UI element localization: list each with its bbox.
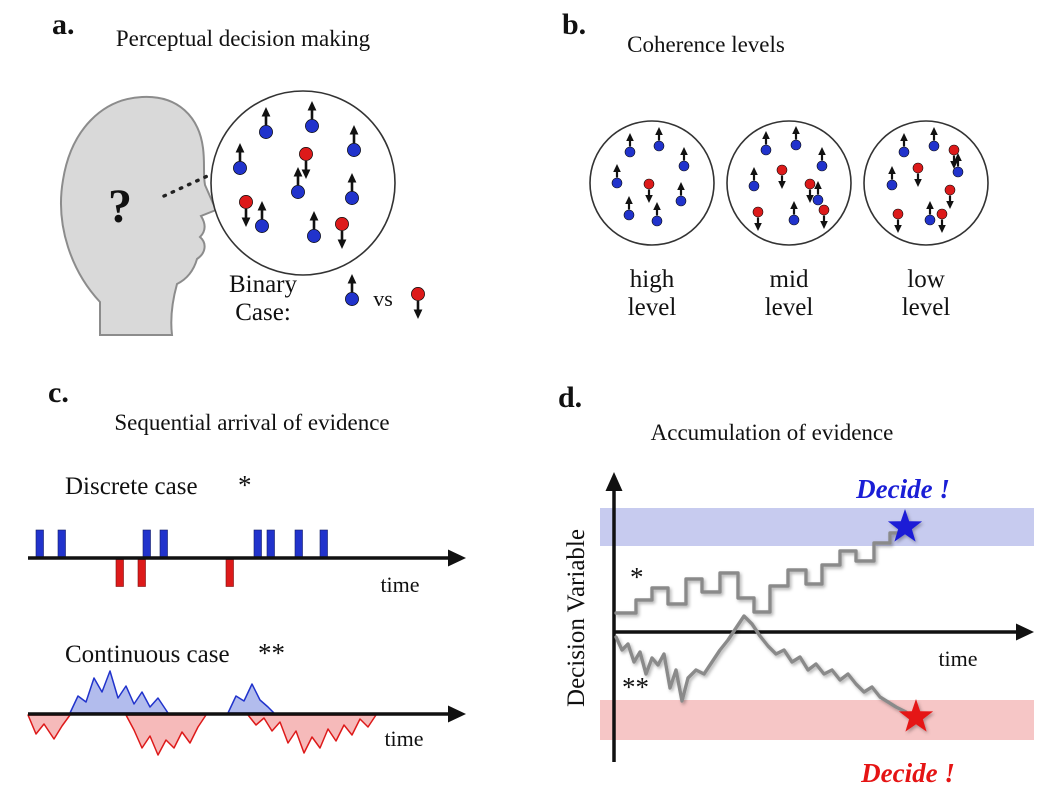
binary-case-label-line2: Case:: [235, 299, 291, 326]
panel-b-letter: b.: [562, 8, 586, 41]
mid-level-label-line1: mid: [770, 266, 809, 293]
discrete-time-axis-arrowhead: [448, 549, 466, 567]
panel-c-title: Sequential arrival of evidence: [114, 410, 389, 435]
panel-a-title: Perceptual decision making: [116, 26, 371, 51]
y-axis-label: Decision Variable: [563, 529, 590, 707]
panel-a-letter: a.: [52, 8, 75, 41]
discrete-evidence-timeline: time: [28, 529, 466, 597]
evidence-accumulation-traces: [614, 509, 934, 732]
panel-d: d. Accumulation of evidence Decision Var…: [558, 381, 1034, 788]
binary-case-label-line1: Binary: [229, 271, 298, 298]
panel-a: a. Perceptual decision making ? Binary C…: [52, 8, 426, 336]
lower-decision-threshold-band: [600, 700, 1034, 740]
low-level-label-line1: low: [907, 266, 945, 293]
upper-trace-marker: *: [630, 562, 644, 592]
continuous-time-axis-arrowhead: [448, 705, 466, 723]
continuous-evidence-up-wave: [69, 670, 169, 714]
vs-label: vs: [373, 286, 393, 311]
lower-decide-label: Decide !: [860, 758, 955, 788]
continuous-evidence-up-wave: [227, 683, 275, 714]
upper-decision-threshold-band: [600, 508, 1034, 546]
aperture-mid-coherence: [726, 120, 852, 246]
high-level-label-line2: level: [628, 294, 677, 321]
evidence-pulse-up: [294, 529, 303, 558]
evidence-pulse-up: [142, 529, 151, 558]
evidence-pulse-down: [225, 559, 234, 587]
panel-d-title: Accumulation of evidence: [651, 420, 894, 445]
decision-variable-axis-arrowhead: [605, 472, 623, 491]
lower-trace-marker: **: [622, 672, 649, 702]
legend-dot-red-down-icon: [410, 286, 426, 321]
continuous-case-marker: **: [258, 638, 285, 668]
evidence-pulse-up: [253, 529, 262, 558]
panel-c: c. Sequential arrival of evidence Discre…: [27, 376, 466, 756]
evidence-pulse-up: [57, 529, 66, 558]
evidence-pulse-up: [35, 529, 44, 558]
stimulus-aperture: [210, 90, 396, 276]
continuous-time-label: time: [384, 726, 423, 751]
continuous-accumulator-trace: [614, 614, 908, 714]
continuous-evidence-down-wave: [247, 714, 377, 754]
gaze-dotted-line: [162, 171, 216, 198]
head-silhouette: [60, 95, 218, 336]
continuous-evidence-down-wave: [125, 714, 207, 756]
low-level-label-line2: level: [902, 294, 951, 321]
panel-d-letter: d.: [558, 381, 582, 414]
evidence-pulse-up: [319, 529, 328, 558]
evidence-pulse-up: [159, 529, 168, 558]
upper-decide-label: Decide !: [855, 474, 950, 504]
mid-level-label-line2: level: [765, 294, 814, 321]
high-level-label-line1: high: [630, 266, 675, 293]
question-mark: ?: [108, 180, 132, 233]
evidence-pulse-down: [115, 559, 124, 587]
panel-b: b. Coherence levels high level: [562, 8, 989, 321]
evidence-pulse-up: [266, 529, 275, 558]
panel-c-letter: c.: [48, 376, 69, 409]
time-axis-arrowhead: [1016, 623, 1034, 641]
time-label: time: [938, 646, 977, 671]
evidence-pulse-down: [137, 559, 146, 587]
continuous-evidence-timeline: time: [27, 670, 466, 756]
discrete-time-label: time: [380, 572, 419, 597]
legend-dot-blue-up-icon: [344, 272, 360, 307]
discrete-accumulator-trace: [614, 531, 903, 615]
panel-b-title: Coherence levels: [627, 32, 785, 57]
discrete-case-marker: *: [238, 470, 252, 500]
continuous-case-label: Continuous case: [65, 641, 230, 668]
continuous-evidence-down-wave: [27, 714, 71, 740]
aperture-low-coherence: [863, 120, 989, 246]
discrete-case-label: Discrete case: [65, 473, 198, 500]
